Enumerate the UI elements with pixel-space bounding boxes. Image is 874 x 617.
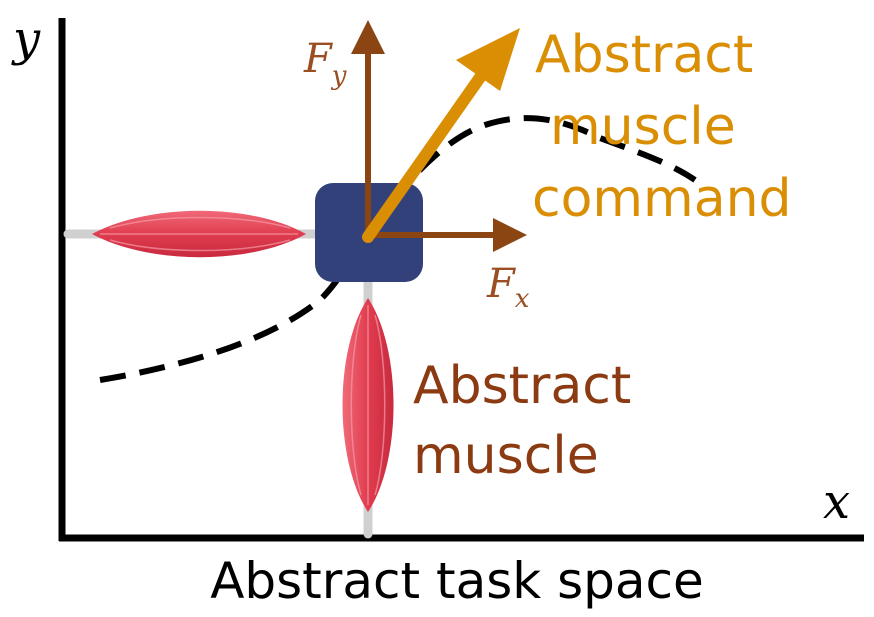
fx-arrow-head [493, 218, 527, 252]
vertical-muscle-fibers [350, 305, 386, 505]
fy-label-main: F [303, 36, 333, 82]
y-axis-label: y [11, 11, 41, 67]
command-arrow-head [456, 28, 520, 91]
diagram-caption: Abstract task space [210, 552, 704, 610]
horizontal-muscle-fibers [100, 216, 298, 252]
command-label-line2: muscle [550, 97, 736, 157]
muscle-label-line2: muscle [413, 426, 599, 486]
fx-label: Fx [486, 261, 530, 314]
x-axis-label: x [823, 474, 850, 530]
fy-label-subscript: y [331, 61, 347, 91]
command-label-line1: Abstract [535, 25, 753, 85]
command-label-line3: command [532, 169, 792, 229]
command-arrow [362, 28, 520, 243]
fy-label: Fy [303, 36, 347, 91]
command-arrow-shaft [362, 60, 494, 243]
fx-label-subscript: x [515, 284, 530, 314]
horizontal-abstract-muscle [63, 210, 325, 258]
command-label: Abstract muscle command [532, 25, 792, 229]
vertical-abstract-muscle [342, 265, 394, 539]
fx-label-main: F [486, 261, 516, 307]
axes: y x [11, 11, 864, 542]
force-arrows [351, 20, 527, 252]
muscle-label-line1: Abstract [413, 356, 631, 416]
fy-arrow-head [351, 20, 385, 54]
muscle-label: Abstract muscle [413, 356, 631, 486]
